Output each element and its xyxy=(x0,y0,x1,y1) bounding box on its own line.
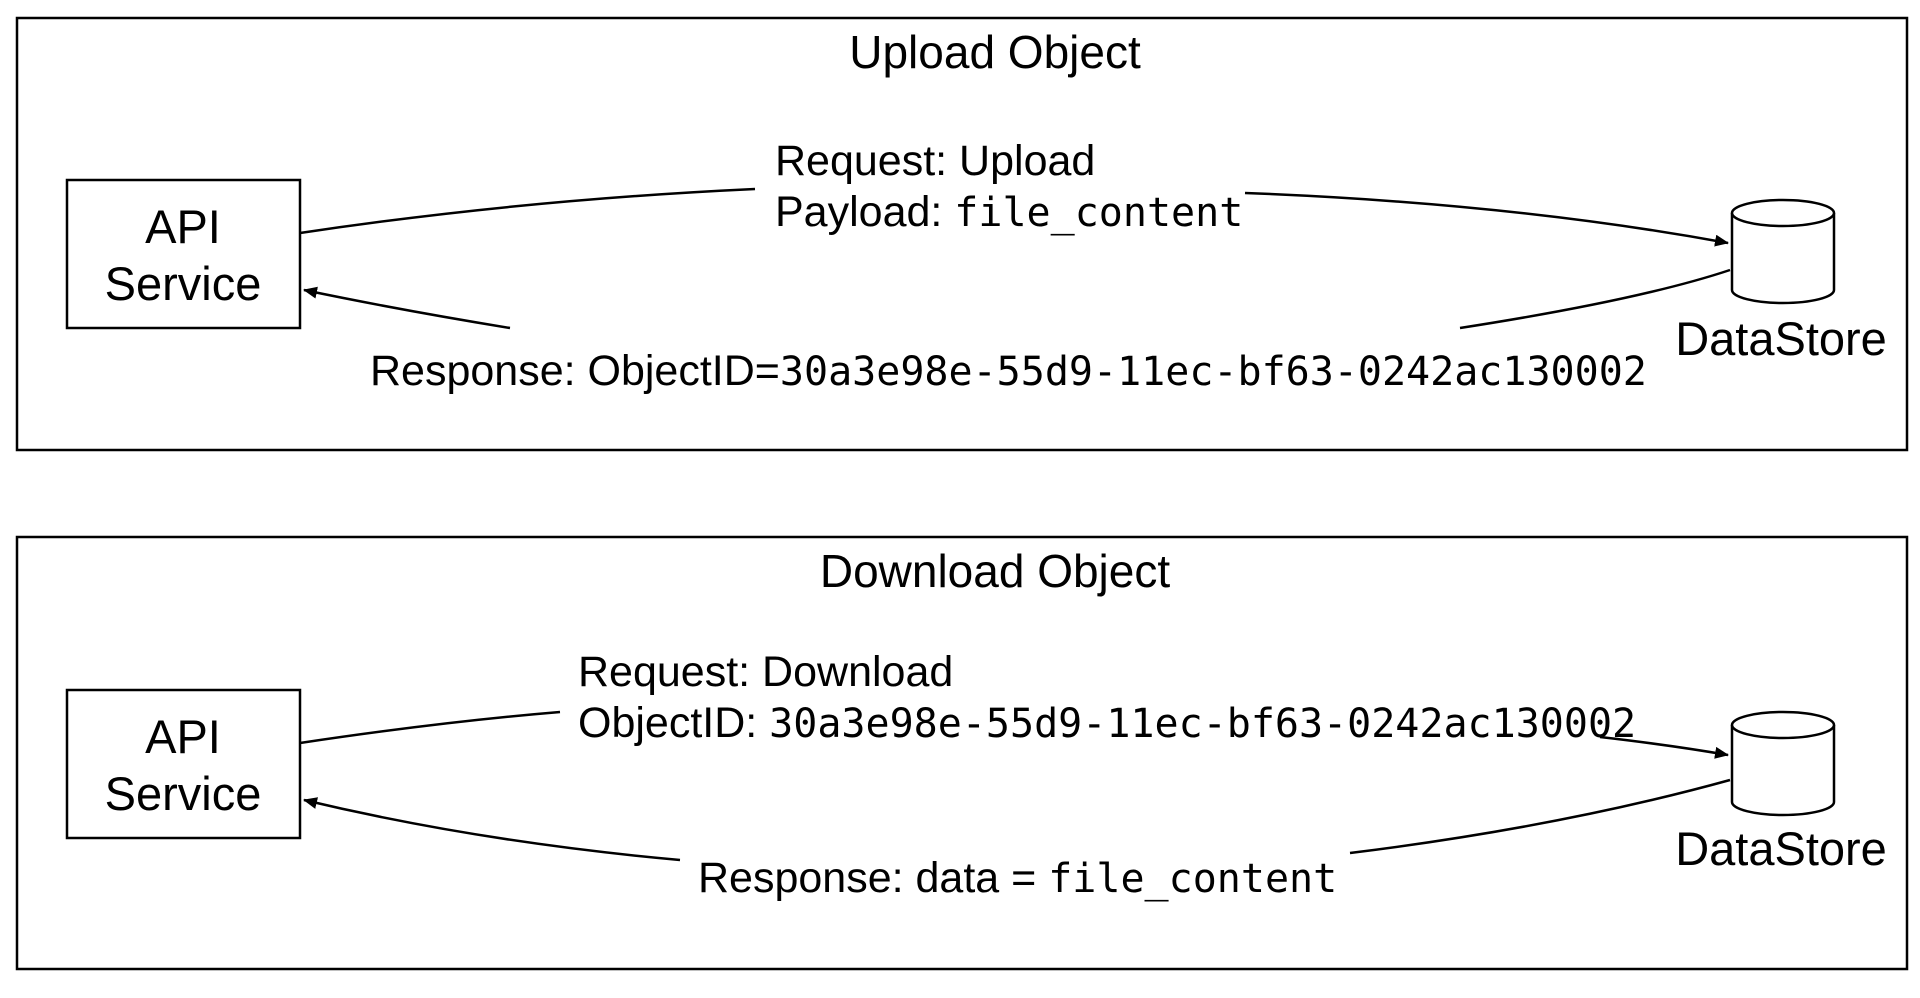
download-response-arrowhead xyxy=(303,797,681,862)
upload-panel-title: Upload Object xyxy=(849,26,1141,78)
upload-response-label: Response: ObjectID=30a3e98e-55d9-11ec-bf… xyxy=(370,347,1647,395)
download-panel-frame xyxy=(15,535,1909,971)
upload-datastore-label: DataStore xyxy=(1675,312,1887,365)
upload-request-arrowhead xyxy=(1244,191,1729,247)
database-icon xyxy=(1730,710,1836,817)
download-panel-title: Download Object xyxy=(820,545,1171,597)
upload-response-key: Response: ObjectID= xyxy=(370,347,780,395)
download-response-arrow-tail xyxy=(1349,778,1731,855)
download-api-service-label-line1: API xyxy=(145,710,221,763)
download-datastore-node: DataStore xyxy=(1675,710,1887,875)
upload-panel: Upload Object API Service DataStore Requ… xyxy=(15,16,1909,452)
upload-response-arrow-tail xyxy=(1459,268,1731,330)
upload-request-label-line2: Payload: file_content xyxy=(775,188,1243,236)
upload-panel-frame xyxy=(15,16,1909,452)
upload-api-service-node: API Service xyxy=(65,178,302,330)
download-request-label-line2: ObjectID: 30a3e98e-55d9-11ec-bf63-0242ac… xyxy=(578,699,1636,747)
download-response-key: Response: data = xyxy=(698,854,1048,902)
download-api-service-label-line2: Service xyxy=(105,767,262,820)
download-request-object-id: 30a3e98e-55d9-11ec-bf63-0242ac130002 xyxy=(769,701,1636,747)
download-datastore-label: DataStore xyxy=(1675,822,1887,875)
upload-request-payload-key: Payload: xyxy=(775,188,954,236)
upload-request-arrow xyxy=(299,187,756,235)
download-response-data-value: file_content xyxy=(1048,856,1337,902)
upload-response-object-id: 30a3e98e-55d9-11ec-bf63-0242ac130002 xyxy=(780,349,1647,395)
download-request-label-line1: Request: Download xyxy=(578,648,953,696)
upload-request-payload-value: file_content xyxy=(954,190,1243,236)
download-request-arrow xyxy=(299,710,561,745)
download-request-id-key: ObjectID: xyxy=(578,699,769,747)
download-api-service-node: API Service xyxy=(65,688,302,840)
upload-datastore-node: DataStore xyxy=(1675,198,1887,365)
database-icon xyxy=(1730,198,1836,305)
download-response-label: Response: data = file_content xyxy=(698,854,1337,902)
download-panel: Download Object API Service DataStore Re… xyxy=(15,535,1909,971)
download-request-arrowhead xyxy=(1599,735,1729,759)
upload-request-label-line1: Request: Upload xyxy=(775,137,1095,185)
upload-api-service-label-line2: Service xyxy=(105,257,262,310)
upload-response-arrowhead xyxy=(303,286,511,330)
upload-api-service-label-line1: API xyxy=(145,200,221,253)
